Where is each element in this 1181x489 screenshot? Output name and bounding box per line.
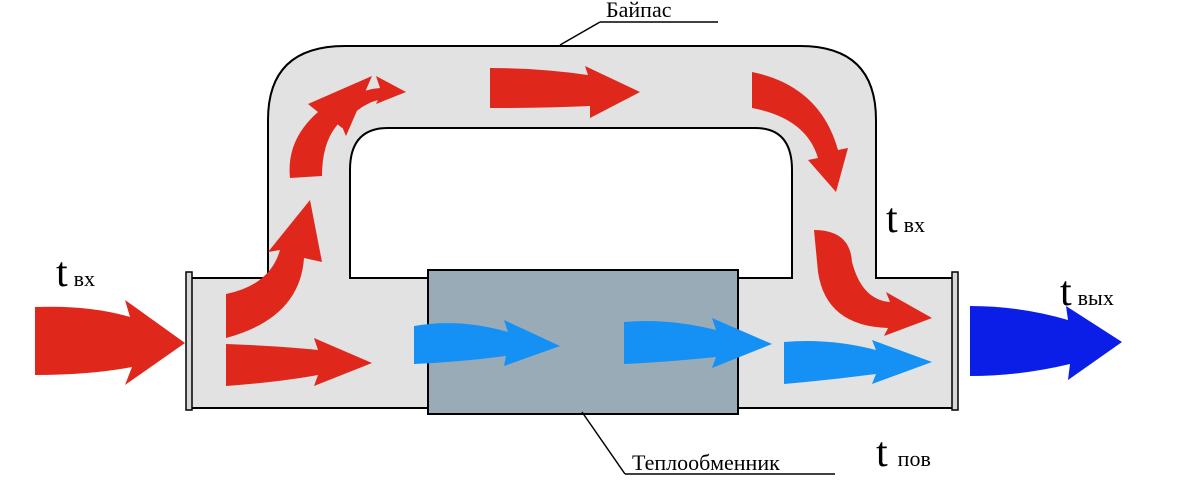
hot-flow-arrows (35, 66, 932, 386)
flow-arrow-light-blue-icon (784, 340, 932, 384)
flow-arrow-dark-blue-icon (970, 306, 1122, 380)
flow-arrow-red-icon (490, 66, 640, 118)
inlet-flange (185, 271, 193, 411)
flow-arrow-red-icon (330, 76, 406, 128)
bypass-label: Байпас (606, 0, 672, 22)
flow-arrow-red-icon (35, 300, 185, 385)
flow-arrow-red-icon (814, 230, 932, 336)
flow-arrow-light-blue-icon (414, 320, 560, 366)
outlet-flange (951, 271, 959, 411)
flow-arrow-red-icon (226, 200, 322, 338)
cooled-flow-arrows (414, 318, 932, 384)
flow-arrow-light-blue-icon (624, 318, 772, 368)
duct-body (189, 45, 956, 409)
flow-arrow-red-icon (752, 72, 848, 192)
callout-lines (559, 21, 835, 475)
flow-arrow-red-icon (226, 338, 372, 386)
heat-exchanger-label: Теплообменник (632, 450, 780, 475)
